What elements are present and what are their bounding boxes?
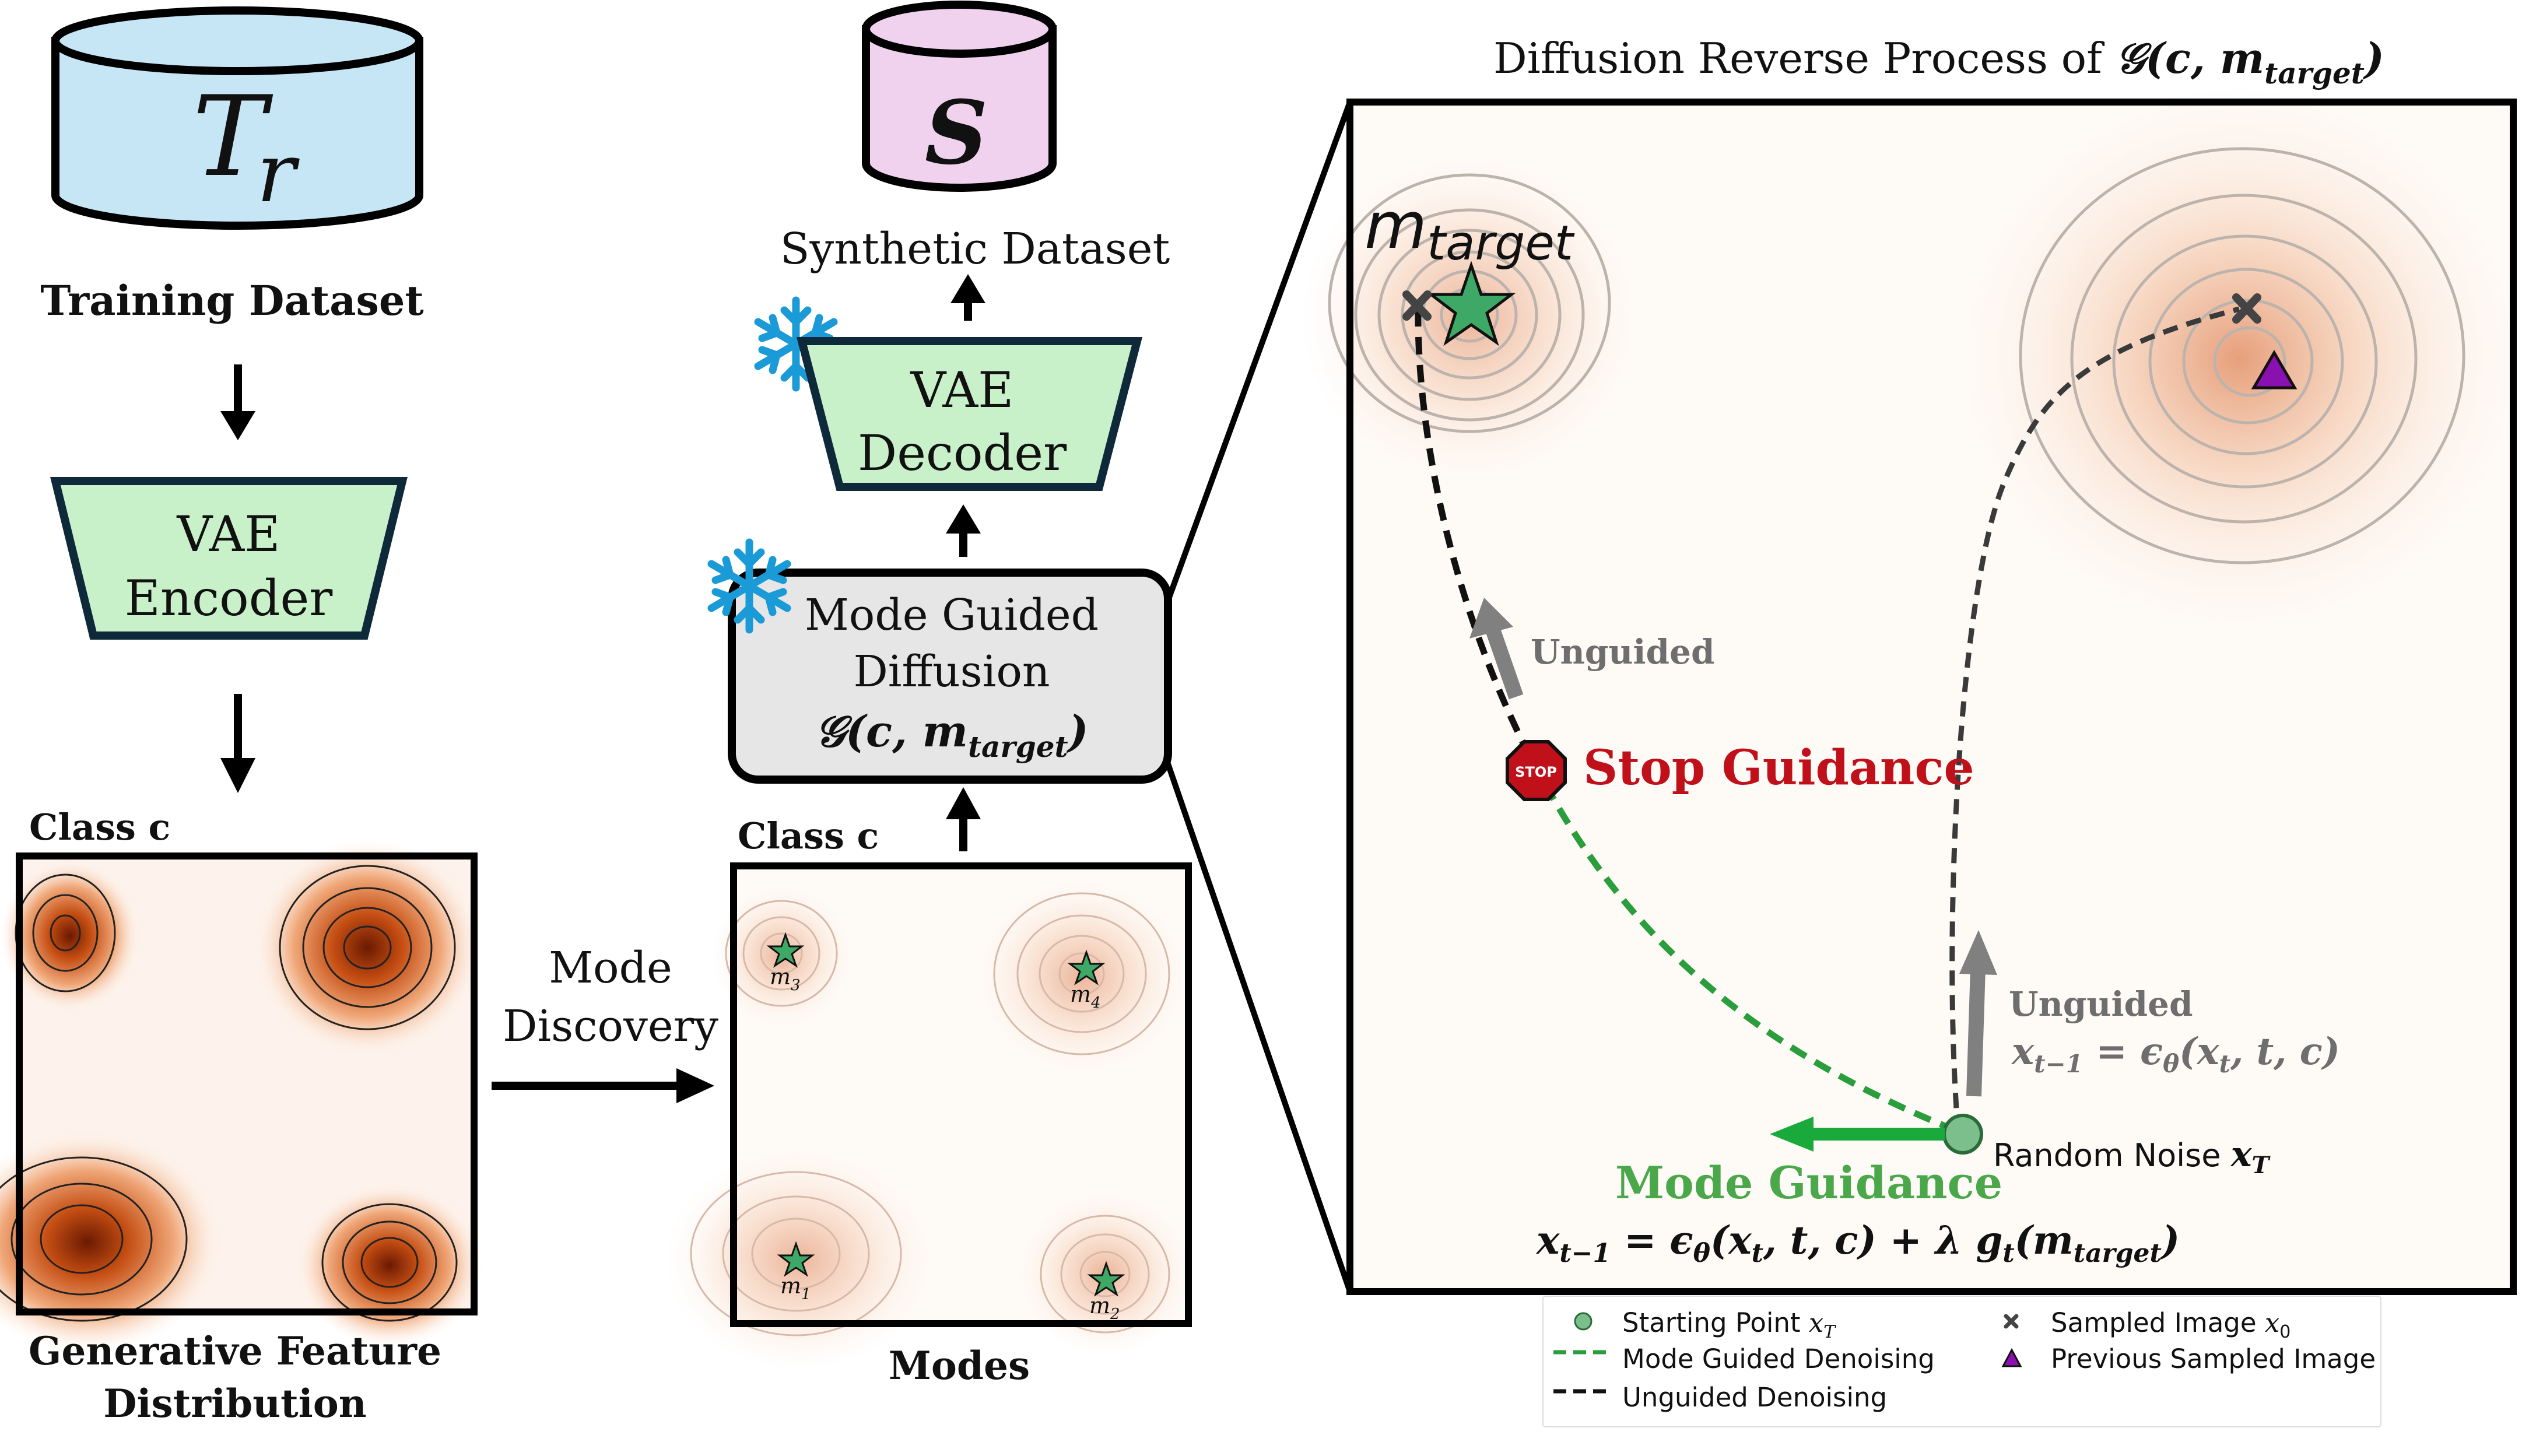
arrow-diffusion-to-decoder (946, 504, 981, 557)
legend: Starting Point xT Mode Guided Denoising … (1542, 1296, 2381, 1427)
arrow-modes-to-diffusion (946, 787, 981, 851)
legend-previous: Previous Sampled Image (2051, 1343, 2376, 1374)
encoder-line1: VAE (177, 506, 280, 563)
mode-star-m4 (1067, 949, 1106, 985)
diffusion-line2: Diffusion (853, 647, 1050, 697)
sampled-x-left (1402, 290, 1432, 321)
training-dataset-cylinder (51, 6, 423, 230)
random-noise-label: Random Noise xT (1993, 1134, 2271, 1179)
generative-feature-panel (0, 840, 483, 1353)
gen-caption-line1: Generative Feature (29, 1328, 441, 1374)
legend-sampled: Sampled Image x0 (2051, 1307, 2291, 1342)
vae-decoder (796, 337, 1143, 491)
mode-label-m2: m2 (1089, 1293, 1120, 1323)
mode-guided-diffusion-box (728, 569, 1172, 784)
unguided-arrow-top (1469, 598, 1524, 700)
svg-text:STOP: STOP (1515, 764, 1557, 780)
stop-guidance-label: Stop Guidance (1583, 740, 1974, 796)
gen-class-label: Class c (29, 806, 170, 848)
mode-guidance-label: Mode Guidance (1615, 1157, 2002, 1209)
snowflake-icon (707, 538, 791, 634)
synthetic-dataset-label: Synthetic Dataset (780, 224, 1170, 274)
mode-discovery-arrow (492, 1068, 714, 1103)
m-target-label: mtarget (1365, 188, 1575, 271)
previous-sample-triangle (2251, 350, 2298, 390)
starting-point-marker (1942, 1114, 1983, 1155)
diffusion-formula: 𝒢(c, mtarget) (815, 707, 1088, 764)
mode-discovery-line1: Mode (549, 943, 672, 993)
reverse-process-title: Diffusion Reverse Process of 𝒢(c, mtarge… (1493, 33, 2384, 90)
legend-unguided-line (1553, 1389, 1612, 1394)
training-symbol-sub: r (257, 126, 300, 221)
mode-label-m1: m1 (780, 1273, 811, 1303)
legend-start-marker (1574, 1312, 1593, 1331)
sampled-x-right (2232, 293, 2261, 324)
zoom-lines (1165, 101, 1353, 1293)
mode-label-m3: m3 (770, 964, 801, 994)
gen-caption-line2: Distribution (103, 1381, 367, 1426)
arrow-training-to-encoder (220, 364, 255, 440)
mode-discovery-line2: Discovery (503, 1001, 718, 1051)
legend-starting-point: Starting Point xT (1622, 1307, 1836, 1342)
synthetic-dataset-cylinder (862, 1, 1057, 192)
legend-unguided: Unguided Denoising (1622, 1382, 1888, 1413)
synthetic-symbol: S (925, 82, 988, 184)
mode-guided-trajectory (1542, 783, 1967, 1138)
unguided-arrow-right (1959, 930, 1997, 1097)
training-symbol: T (192, 72, 273, 201)
target-star (1426, 261, 1516, 346)
stop-sign-icon: STOP (1506, 740, 1567, 801)
decoder-line2: Decoder (858, 424, 1067, 482)
unguided-top-label: Unguided (1531, 632, 1715, 672)
legend-guided-line (1553, 1350, 1612, 1355)
unguided-right-label: Unguided (2009, 984, 2193, 1024)
modes-caption: Modes (889, 1343, 1030, 1388)
diffusion-line1: Mode Guided (805, 590, 1099, 640)
modes-class-label: Class c (738, 815, 879, 857)
vae-encoder (50, 477, 408, 640)
mode-star-m2 (1087, 1261, 1125, 1297)
mode-star-m3 (766, 932, 805, 968)
training-dataset-label: Training Dataset (40, 276, 424, 325)
mode-label-m4: m4 (1070, 981, 1101, 1012)
unguided-formula: xt−1 = ϵθ(xt, t, c) (2011, 1030, 2340, 1078)
arrow-encoder-to-features (220, 694, 255, 793)
legend-mode-guided: Mode Guided Denoising (1622, 1343, 1935, 1374)
legend-sampled-marker (2004, 1314, 2019, 1329)
encoder-line2: Encoder (125, 570, 334, 627)
modes-panel (665, 862, 1192, 1370)
mode-guidance-arrow (1770, 1117, 1945, 1152)
guided-formula: xt−1 = ϵθ(xt, t, c) + λ gt(mtarget) (1535, 1218, 2180, 1268)
arrow-decoder-to-synthetic (950, 274, 985, 321)
decoder-line1: VAE (910, 362, 1014, 419)
legend-previous-marker (2001, 1348, 2022, 1367)
unguided-trajectory-right (1949, 306, 2240, 1133)
mode-star-m1 (777, 1241, 815, 1277)
unguided-trajectory-left (1415, 308, 1537, 766)
